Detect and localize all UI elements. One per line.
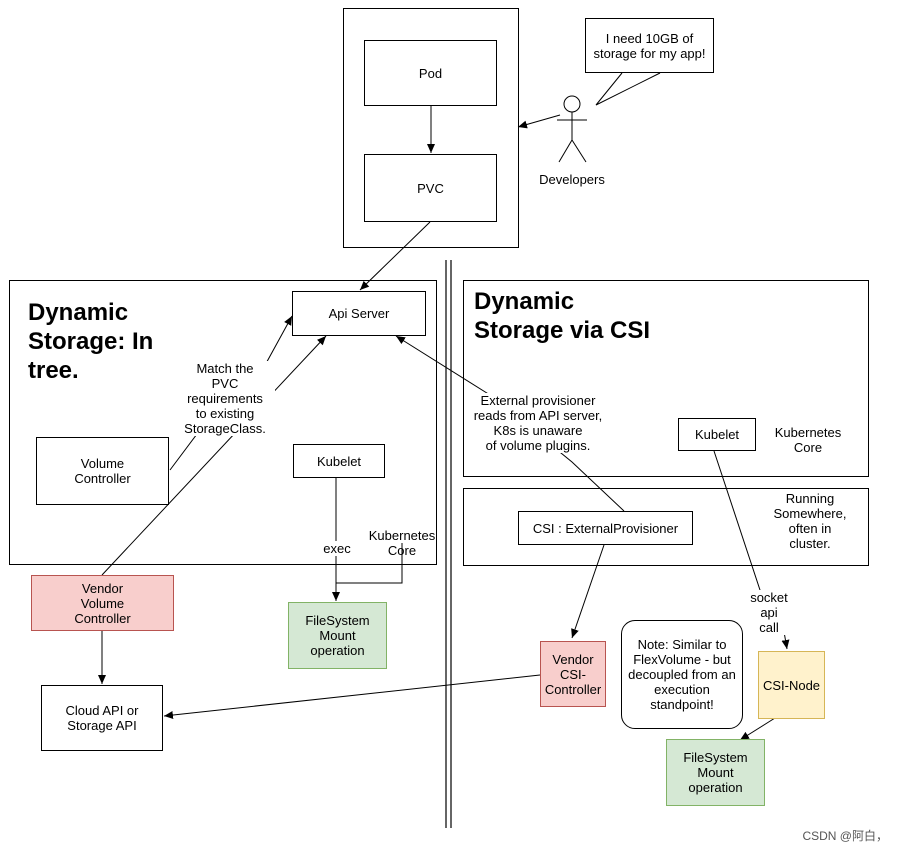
match-pvc-note: Match the PVC requirements to existing S… <box>175 361 275 436</box>
cloud-storage-api-box: Cloud API or Storage API <box>41 685 163 751</box>
vendor-volume-controller-box: Vendor Volume Controller <box>31 575 174 631</box>
socket-api-call-label: socket api call <box>743 590 795 635</box>
speech-bubble: I need 10GB of storage for my app! <box>585 18 714 73</box>
csi-node-to-mount-arrow <box>739 717 776 741</box>
in-tree-panel <box>9 280 437 565</box>
external-provisioner-box: CSI : ExternalProvisioner <box>518 511 693 545</box>
external-provisioner-note: External provisioner reads from API serv… <box>466 393 610 453</box>
csi-cluster-panel <box>463 488 869 566</box>
developers-label: Developers <box>539 172 605 187</box>
speech-tail <box>595 72 661 106</box>
in-tree-kubernetes-core-label: Kubernetes Core <box>368 528 436 558</box>
flexvolume-note-box: Note: Similar to FlexVolume - but decoup… <box>621 620 743 729</box>
api-server-box: Api Server <box>292 291 426 336</box>
vendor-csi-to-cloud-arrow <box>163 674 541 720</box>
csi-kubelet-box: Kubelet <box>678 418 756 451</box>
kubernetes-core-bracket <box>336 543 403 584</box>
pod-box: Pod <box>364 40 497 106</box>
developer-stick-figure <box>557 95 587 163</box>
vendor-to-api-arrow <box>101 335 327 576</box>
csi-kubernetes-core-label: Kubernetes Core <box>774 425 842 455</box>
developer-to-pod-arrow <box>517 114 561 129</box>
csi-title: Dynamic Storage via CSI <box>474 288 651 344</box>
in-tree-title: Dynamic Storage: In tree. <box>28 299 154 384</box>
exec-label: exec <box>318 541 356 556</box>
in-tree-filesystem-mount-box: FileSystem Mount operation <box>288 602 387 669</box>
pvc-box: PVC <box>364 154 497 222</box>
volume-controller-box: Volume Controller <box>36 437 169 505</box>
running-somewhere-note: Running Somewhere, often in cluster. <box>773 491 847 551</box>
in-tree-kubelet-box: Kubelet <box>293 444 385 478</box>
pod-group-frame <box>343 8 519 248</box>
pvc-to-api-arrow <box>359 221 431 291</box>
csi-node-box: CSI-Node <box>758 651 825 719</box>
watermark-text: CSDN @阿白， <box>802 829 888 843</box>
vendor-csi-controller-box: Vendor CSI- Controller <box>540 641 606 707</box>
provisioner-to-vendor-csi-arrow <box>571 544 605 639</box>
csi-core-panel <box>463 280 869 477</box>
csi-filesystem-mount-box: FileSystem Mount operation <box>666 739 765 806</box>
